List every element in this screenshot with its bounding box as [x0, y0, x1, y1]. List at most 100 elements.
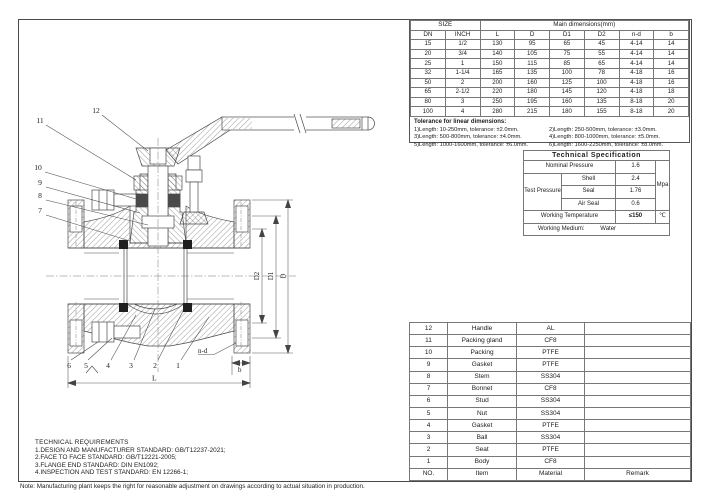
part-item: Ball	[447, 431, 517, 445]
ball-bottom-arcs	[126, 303, 185, 315]
part-no: NO.	[409, 467, 448, 481]
col-header-d: D	[514, 29, 550, 41]
size-table-title: SIZE	[410, 20, 481, 31]
air-seal-label: Air Seal	[561, 197, 616, 211]
part-no: 1	[409, 455, 448, 469]
part-item: Gasket	[447, 358, 517, 372]
centerlines	[46, 138, 296, 372]
size-cell-r0c4: 65	[549, 39, 585, 50]
nominal-pressure-value: 1.6	[615, 160, 656, 174]
part-remark	[584, 406, 691, 421]
gland-bolt-head	[187, 155, 201, 171]
size-cell-r0c6: 4-14	[618, 39, 655, 50]
callout-2: 2	[153, 361, 157, 370]
size-cell-r7c3: 215	[514, 106, 550, 117]
size-cell-r4c4: 125	[549, 77, 585, 89]
size-cell-r1c2: 140	[479, 48, 516, 60]
size-cell-r3c2: 165	[479, 67, 516, 79]
part-no: 3	[409, 431, 448, 445]
size-cell-r7c0: 100	[410, 106, 446, 117]
size-cell-r0c3: 95	[514, 39, 550, 50]
bonnet-nut	[91, 189, 115, 211]
part-item: Item	[447, 467, 517, 481]
size-cell-r1c5: 55	[583, 48, 620, 60]
size-cell-r5c7: 18	[653, 87, 689, 98]
callout-10: 10	[34, 163, 42, 172]
test-pressure-label: Test Pressure	[523, 172, 562, 211]
part-remark	[584, 370, 691, 384]
size-cell-r6c1: 3	[444, 96, 481, 108]
dimension-labels: D2 D1 D n-d b L	[152, 271, 288, 382]
working-medium-row: Working Medium: Water	[522, 222, 671, 236]
part-remark	[584, 382, 691, 396]
size-cell-r6c0: 80	[410, 96, 446, 108]
size-cell-r5c5: 120	[583, 87, 620, 98]
size-table-box: SIZE Main dimensions(mm) DN INCH L D D1 …	[409, 19, 690, 148]
part-no: 5	[409, 406, 448, 421]
leader-11	[45, 124, 137, 181]
bore-lines	[68, 247, 250, 305]
part-item: Body	[447, 455, 517, 469]
tolerance-item-6: 6)Length: 1600-2250mm, tolerance: ±8.0mm…	[549, 141, 664, 148]
size-cell-r7c5: 155	[583, 106, 620, 117]
size-cell-r6c6: 8-18	[618, 96, 655, 108]
callout-4: 4	[106, 361, 110, 370]
size-cell-r2c2: 150	[479, 58, 516, 69]
size-cell-r5c0: 65	[410, 87, 446, 98]
size-cell-r6c3: 195	[514, 96, 550, 108]
callout-6: 6	[67, 361, 71, 370]
col-header-d1: D1	[549, 29, 585, 41]
dim-label-nd: n-d	[198, 347, 208, 355]
part-item: Stem	[447, 370, 517, 384]
size-cell-r5c2: 220	[479, 87, 516, 98]
part-no: 12	[409, 321, 448, 336]
col-header-inch: INCH	[444, 29, 481, 41]
col-header-b: b	[653, 29, 689, 41]
dim-label-D: D	[281, 273, 288, 278]
sheet-border	[18, 19, 692, 482]
size-cell-r3c5: 78	[583, 67, 620, 79]
shell-label: Shell	[561, 172, 616, 186]
handle-break-gap	[294, 115, 306, 132]
size-cell-r2c5: 65	[583, 58, 620, 69]
size-cell-r4c1: 2	[444, 77, 481, 89]
right-flange-bolt-hole-top	[235, 205, 249, 233]
working-medium-value: Water	[600, 225, 617, 232]
leader-2	[157, 310, 184, 361]
size-cell-r2c4: 85	[549, 58, 585, 69]
size-cell-r3c6: 4-18	[618, 67, 655, 79]
size-cell-r3c7: 16	[653, 67, 689, 79]
leader-10	[44, 171, 137, 200]
gland-bracket	[179, 211, 209, 225]
size-cell-r4c6: 4-18	[618, 77, 655, 89]
technical-specification-box: Technical Specification Nominal Pressure…	[522, 150, 671, 236]
right-flange-bolt-hole-bottom	[235, 319, 249, 347]
size-cell-r5c3: 180	[514, 87, 550, 98]
tolerance-title: Tolerance for linear dimensions:	[414, 118, 507, 125]
part-item: Gasket	[447, 419, 517, 433]
footer-note: Note: Manufacturing plant keeps the righ…	[20, 483, 365, 490]
working-temperature-value: ≤150	[615, 210, 656, 224]
size-cell-r4c3: 160	[514, 77, 550, 89]
callout-8: 8	[38, 191, 42, 200]
size-cell-r5c4: 145	[549, 87, 585, 98]
size-cell-r0c0: 15	[410, 39, 446, 50]
part-remark	[584, 394, 691, 408]
part-remark	[584, 358, 691, 372]
size-cell-r4c2: 200	[479, 77, 516, 89]
size-cell-r0c5: 45	[583, 39, 620, 50]
working-temperature-label: Working Temperature	[523, 210, 616, 224]
part-remark	[584, 334, 691, 348]
dim-label-L: L	[152, 374, 157, 383]
spec-title: Technical Specification	[522, 150, 671, 161]
